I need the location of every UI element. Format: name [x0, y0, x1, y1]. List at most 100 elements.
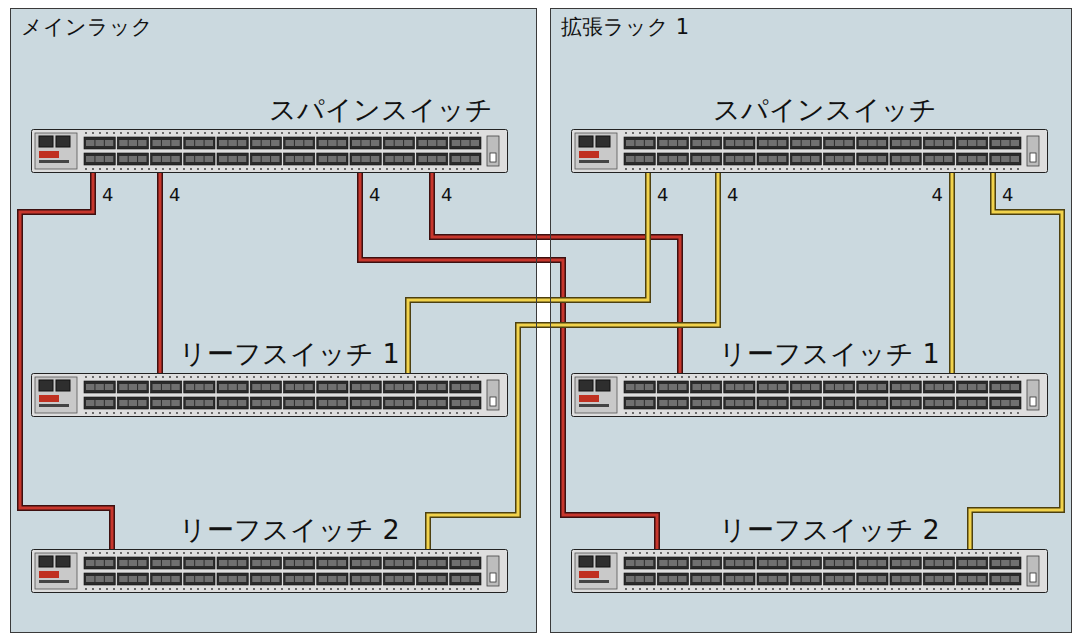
cable-count: 4: [102, 185, 113, 205]
cable-core: [159, 173, 162, 373]
switch-label: スパインスイッチ: [269, 95, 493, 125]
rj45-port: [596, 380, 610, 391]
badge-strip: [39, 160, 69, 163]
cable-core: [951, 173, 954, 373]
badge-strip: [579, 580, 609, 583]
switch-unit: リーフスイッチ 2: [31, 549, 508, 593]
rj45-port: [39, 380, 53, 391]
rj45-port: [596, 136, 610, 147]
right-panel: [1027, 556, 1039, 586]
cable-connector: [428, 173, 718, 549]
cable-outline: [970, 173, 1062, 549]
cable-count: 4: [369, 185, 380, 205]
cable-outline: [432, 173, 680, 373]
switch-chassis: [32, 550, 508, 593]
switch-illustration: [31, 129, 508, 173]
switch-label: リーフスイッチ 1: [719, 339, 940, 369]
cable-outline: [408, 173, 648, 373]
badge-strip: [39, 580, 69, 583]
right-panel: [487, 556, 499, 586]
cable-count: 4: [1002, 185, 1013, 205]
rack-title: メインラック: [21, 15, 153, 40]
switch-unit: スパインスイッチ: [31, 129, 508, 173]
rj45-port: [56, 556, 70, 567]
mgmt-panel: [575, 377, 617, 413]
cable-outline: [157, 173, 163, 373]
right-panel: [487, 380, 499, 410]
switch-illustration: [31, 549, 508, 593]
badge-strip: [579, 160, 609, 163]
vendor-badge: [39, 395, 59, 402]
switch-label: リーフスイッチ 2: [179, 515, 400, 545]
switch-chassis: [572, 550, 1048, 593]
switch-chassis: [572, 374, 1048, 417]
cable-connector: [20, 173, 112, 549]
switch-illustration: [571, 549, 1048, 593]
rj45-port: [39, 136, 53, 147]
switch-unit: リーフスイッチ 2: [571, 549, 1048, 593]
cable-connector: [160, 173, 161, 373]
switch-unit: スパインスイッチ: [571, 129, 1048, 173]
cable-count: 4: [441, 185, 452, 205]
cable-outline: [360, 173, 657, 549]
status-dots: [85, 552, 479, 590]
usb-port: [490, 397, 496, 406]
rj45-port: [596, 556, 610, 567]
cable-connector: [432, 173, 680, 373]
cable-count: 4: [657, 185, 668, 205]
rack-fill: [10, 8, 537, 633]
cable-connector: [408, 173, 648, 373]
cable-core: [20, 173, 112, 549]
usb-port: [490, 573, 496, 582]
mgmt-panel: [35, 377, 77, 413]
switch-illustration: [571, 129, 1048, 173]
rj45-port: [579, 556, 593, 567]
switch-label: リーフスイッチ 2: [719, 515, 940, 545]
switch-label: リーフスイッチ 1: [179, 339, 400, 369]
rack-panel: 拡張ラック 1スパインスイッチリーフスイッチ 1リーフスイッチ 2: [550, 8, 1072, 633]
cable-outline: [949, 173, 955, 373]
status-dots: [625, 376, 1019, 414]
usb-port: [490, 153, 496, 162]
mgmt-panel: [575, 553, 617, 589]
cable-connector: [970, 173, 1062, 549]
cable-core: [432, 173, 680, 373]
cable-core: [970, 173, 1062, 549]
cable-core: [360, 173, 657, 549]
status-dots: [85, 376, 479, 414]
vendor-badge: [579, 395, 599, 402]
usb-port: [1030, 153, 1036, 162]
usb-port: [1030, 573, 1036, 582]
cable-core: [408, 173, 648, 373]
mgmt-panel: [575, 133, 617, 169]
mgmt-panel: [35, 133, 77, 169]
rj45-port: [579, 380, 593, 391]
rack-title: 拡張ラック 1: [561, 15, 689, 40]
switch-chassis: [32, 130, 508, 173]
rj45-port: [56, 380, 70, 391]
rj45-port: [56, 136, 70, 147]
cable-outline: [20, 173, 112, 549]
cable-count: 4: [727, 185, 738, 205]
switch-label: スパインスイッチ: [713, 95, 937, 125]
right-panel: [1027, 380, 1039, 410]
vendor-badge: [39, 151, 59, 158]
usb-port: [1030, 397, 1036, 406]
right-panel: [1027, 136, 1039, 166]
switch-chassis: [32, 374, 508, 417]
switch-unit: リーフスイッチ 1: [571, 373, 1048, 417]
vendor-badge: [39, 571, 59, 578]
vendor-badge: [579, 571, 599, 578]
status-dots: [625, 132, 1019, 170]
rj45-port: [39, 556, 53, 567]
badge-strip: [39, 404, 69, 407]
status-dots: [625, 552, 1019, 590]
status-dots: [85, 132, 479, 170]
rack-fill: [550, 8, 1072, 633]
rj45-port: [579, 136, 593, 147]
port-cages: [624, 137, 1021, 165]
switch-illustration: [571, 373, 1048, 417]
cable-connector: [952, 173, 953, 373]
cable-count: 4: [169, 185, 180, 205]
